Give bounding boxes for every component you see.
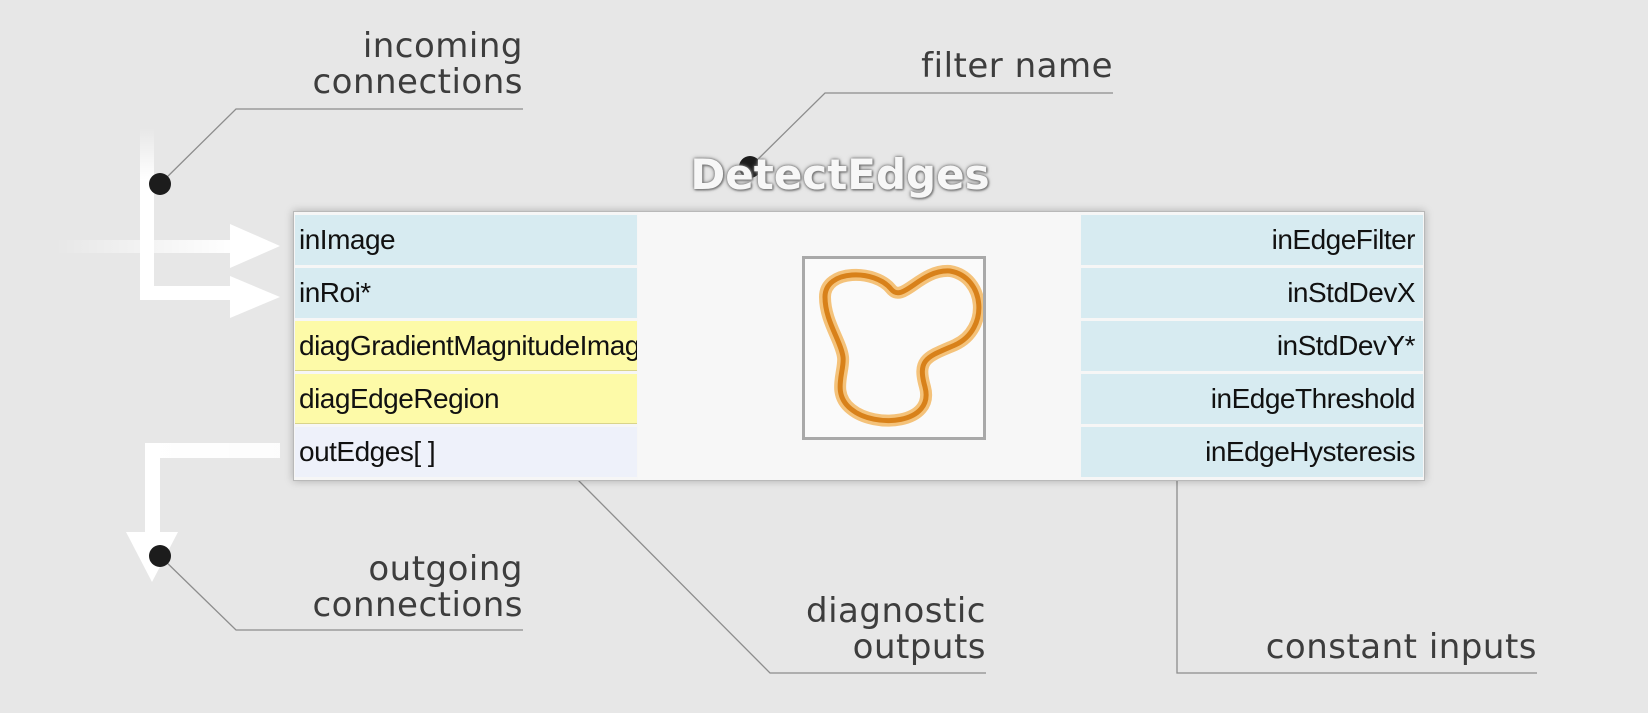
port-instddevy[interactable]: inStdDevY* xyxy=(1081,321,1423,371)
incoming-connection-1 xyxy=(55,224,280,268)
callout-dots xyxy=(149,156,761,567)
leader-diagnostic xyxy=(577,479,986,674)
leader-incoming xyxy=(159,108,523,185)
port-inroi[interactable]: inRoi* xyxy=(295,268,637,318)
port-diag-edge-region[interactable]: diagEdgeRegion xyxy=(295,374,637,424)
dot-outgoing xyxy=(149,545,171,567)
callout-constant-inputs: constant inputs xyxy=(1187,629,1537,665)
callout-incoming-connections: incoming connections xyxy=(233,28,523,100)
port-diag-gradient-magnitude-image[interactable]: diagGradientMagnitudeImage xyxy=(295,321,637,371)
leader-filter-name xyxy=(749,92,1113,168)
leader-constant xyxy=(1176,480,1537,674)
callout-incoming-line1: incoming xyxy=(362,26,523,66)
port-outedges[interactable]: outEdges[ ] xyxy=(295,427,637,477)
port-inedgefilter[interactable]: inEdgeFilter xyxy=(1081,215,1423,265)
port-inedgethreshold[interactable]: inEdgeThreshold xyxy=(1081,374,1423,424)
incoming-connection-2 xyxy=(140,128,280,318)
dot-filter-name xyxy=(739,156,761,178)
callout-filter-name-line1: filter name xyxy=(921,46,1113,86)
callout-diagnostic-outputs: diagnostic outputs xyxy=(706,593,986,665)
callout-outgoing-line2: connections xyxy=(312,585,523,625)
leader-lines xyxy=(159,92,1537,674)
port-inedgehysteresis[interactable]: inEdgeHysteresis xyxy=(1081,427,1423,477)
constant-input-ports: inEdgeFilter inStdDevX inStdDevY* inEdge… xyxy=(1081,215,1423,480)
filter-name-label: DetectEdges xyxy=(690,150,990,199)
dot-incoming xyxy=(149,173,171,195)
port-instddevx[interactable]: inStdDevX xyxy=(1081,268,1423,318)
left-ports: inImage inRoi* diagGradientMagnitudeImag… xyxy=(295,215,637,480)
callout-constant-line1: constant inputs xyxy=(1265,627,1537,667)
detect-edges-icon xyxy=(802,256,986,440)
callout-incoming-line2: connections xyxy=(312,62,523,102)
callout-filter-name: filter name xyxy=(823,48,1113,84)
port-inimage[interactable]: inImage xyxy=(295,215,637,265)
leader-outgoing xyxy=(159,555,523,631)
filter-block[interactable]: inImage inRoi* diagGradientMagnitudeImag… xyxy=(293,211,1425,481)
callout-outgoing-connections: outgoing connections xyxy=(233,551,523,623)
callout-diagnostic-line2: outputs xyxy=(852,627,986,667)
callout-outgoing-line1: outgoing xyxy=(368,549,523,589)
callout-diagnostic-line1: diagnostic xyxy=(806,591,986,631)
